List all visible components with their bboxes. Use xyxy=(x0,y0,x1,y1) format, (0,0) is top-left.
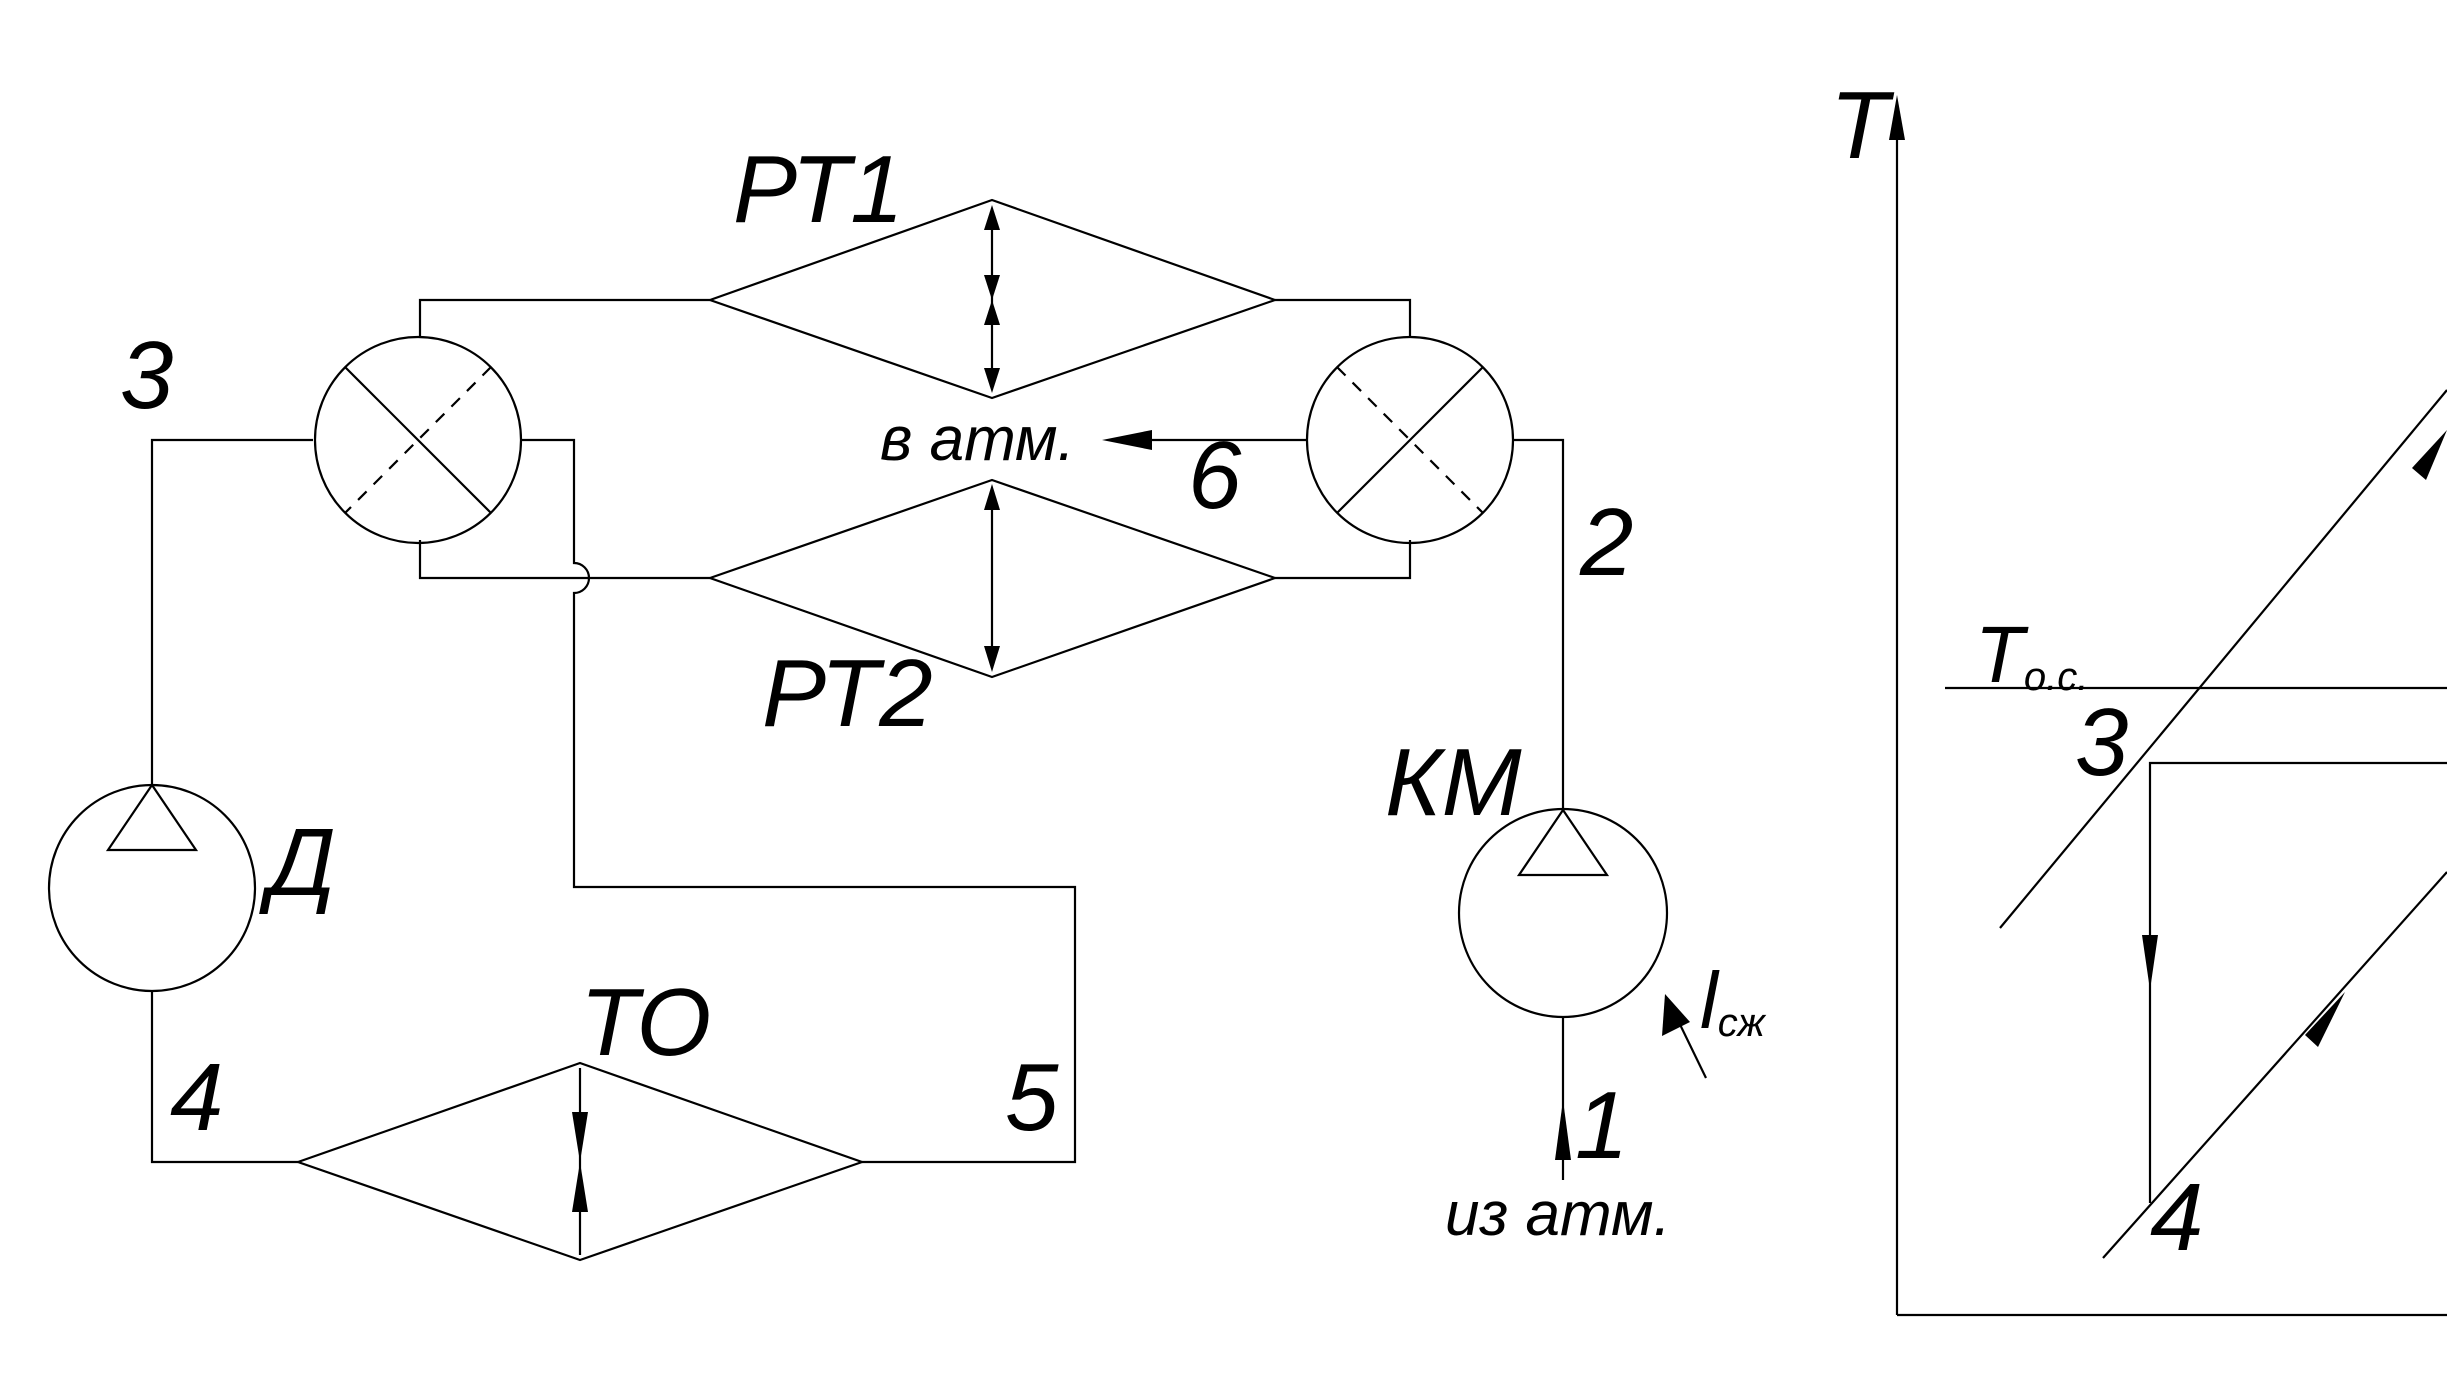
isobar-low xyxy=(2102,871,2447,1259)
point-3-label: 3 xyxy=(120,322,173,429)
pipe-rt2-right xyxy=(1275,540,1412,580)
pipe-3 xyxy=(150,438,313,785)
point-5-label: 5 xyxy=(1005,1044,1059,1151)
arrow-to-atm xyxy=(1102,430,1152,450)
label-km: КМ xyxy=(1385,729,1522,836)
label-from-atmosphere: из атм. xyxy=(1445,1180,1671,1249)
pipe-2 xyxy=(1512,438,1565,808)
process-3-4-arrow xyxy=(2142,935,2158,990)
pipe-rt2-left xyxy=(418,540,710,580)
pipelines xyxy=(150,298,1565,1180)
point-4-label: 4 xyxy=(170,1044,223,1151)
switching-valve-right xyxy=(1305,335,1515,545)
arrow-from-atm xyxy=(1555,1100,1571,1160)
label-rt2: РТ2 xyxy=(762,640,933,747)
isobar-high xyxy=(1999,389,2447,929)
t-axis-arrow xyxy=(1889,95,1905,140)
regenerator-rt1 xyxy=(706,198,1279,400)
isobar-high-arrow xyxy=(2412,430,2447,480)
heat-exchanger-to xyxy=(294,1061,866,1262)
t-ambient-label: Tо.с. xyxy=(1975,610,2088,699)
point-2-label: 2 xyxy=(1579,489,1633,596)
regenerator-rt2 xyxy=(706,478,1279,679)
isobar-low-arrow xyxy=(2305,992,2345,1047)
compressor-km xyxy=(1457,807,1669,1019)
pipe-rt1-right xyxy=(1275,298,1412,338)
label-d: Д xyxy=(259,809,336,916)
arrow-work-head xyxy=(1662,994,1690,1036)
label-to-atmosphere: в атм. xyxy=(880,405,1075,474)
pipe-4 xyxy=(150,992,298,1164)
expander-d xyxy=(47,783,257,993)
point-1-label: 1 xyxy=(1575,1072,1628,1179)
pipe-5 xyxy=(522,438,1077,1164)
ts-diagram: T Tо.с. 3 4 xyxy=(1830,72,2447,1317)
label-to: ТО xyxy=(580,969,711,1076)
t-axis-label: T xyxy=(1830,72,1895,179)
ts-point-3: 3 xyxy=(2075,689,2128,796)
point-6-label: 6 xyxy=(1188,422,1242,529)
process-3-4 xyxy=(2148,761,2447,1203)
pipe-rt1 xyxy=(418,298,710,338)
label-rt1: РТ1 xyxy=(733,136,904,243)
label-compression-work: lсж xyxy=(1700,956,1766,1045)
ts-point-4: 4 xyxy=(2150,1164,2203,1271)
switching-valve-left xyxy=(313,335,523,545)
